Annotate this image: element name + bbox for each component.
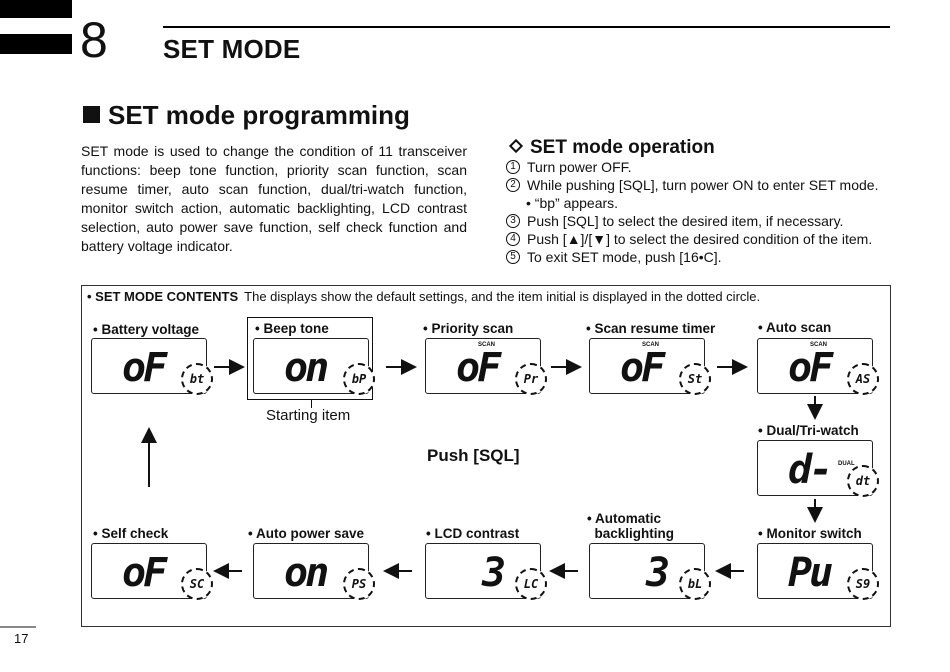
lcd-dual-tri-watch: DUAL d- dt: [757, 440, 879, 497]
lcd-value: on: [284, 550, 329, 596]
lcd-value: on: [284, 345, 329, 391]
lcd-battery-voltage: oF bt: [91, 338, 213, 395]
lcd-monitor-switch: Pu S9: [757, 543, 879, 600]
item-initial-circle: PS: [343, 568, 375, 600]
item-initial-circle: bP: [343, 363, 375, 395]
lcd-auto-scan: SCAN oF AS: [757, 338, 879, 395]
starting-item-pointer: [311, 400, 312, 408]
item-initial-circle: S9: [847, 568, 879, 600]
section-title: SET mode programming: [83, 100, 410, 131]
step-3: 3 Push [SQL] to select the desired item, …: [506, 212, 896, 230]
step-number: 5: [506, 250, 520, 264]
step-text: To exit SET mode, push [16•C].: [527, 249, 722, 265]
section-title-text: SET mode programming: [108, 100, 410, 130]
set-mode-contents-box: [81, 285, 891, 627]
step-2: 2 While pushing [SQL], turn power ON to e…: [506, 176, 896, 194]
header-bar-top: [0, 0, 72, 18]
step-text: • “bp” appears.: [526, 195, 619, 211]
lcd-auto-power-save: on PS: [253, 543, 375, 600]
item-label-auto-scan: • Auto scan: [758, 320, 832, 335]
item-label-priority-scan: • Priority scan: [423, 321, 514, 336]
step-number: 3: [506, 214, 520, 228]
lcd-value: d-: [788, 447, 833, 493]
lcd-priority-scan: SCAN oF Pr: [425, 338, 547, 395]
lcd-scan-resume-timer: SCAN oF St: [589, 338, 711, 395]
item-label-beep-tone: • Beep tone: [255, 321, 329, 336]
scan-indicator: SCAN: [478, 342, 496, 348]
item-initial-circle: LC: [515, 568, 547, 600]
contents-heading: • SET MODE CONTENTS: [87, 289, 239, 304]
lcd-automatic-backlighting: 3 bL: [589, 543, 711, 600]
item-label-battery-voltage: • Battery voltage: [93, 322, 200, 337]
header-rule: [163, 26, 890, 28]
header-bar-bottom: [0, 34, 72, 54]
push-sql-label: Push [SQL]: [427, 446, 520, 465]
item-label-automatic-backlighting: • Automatic backlighting: [587, 511, 675, 541]
item-initial-circle: Pr: [515, 363, 547, 395]
item-initial-circle: dt: [847, 465, 879, 497]
step-1: 1 Turn power OFF.: [506, 158, 896, 176]
item-initial-circle: St: [679, 363, 711, 395]
item-label-self-check: • Self check: [93, 526, 169, 541]
square-bullet-icon: [83, 106, 100, 123]
step-number: 1: [506, 160, 520, 174]
operation-title-text: SET mode operation: [530, 137, 715, 158]
step-number: 2: [506, 178, 520, 192]
item-initial-circle: bL: [679, 568, 711, 600]
operation-title: SET mode operation: [508, 137, 715, 159]
lcd-value: oF: [620, 345, 665, 391]
item-label-dual-tri-watch: • Dual/Tri-watch: [758, 423, 859, 438]
step-number: 4: [506, 232, 520, 246]
dual-indicator: DUAL: [838, 461, 855, 467]
item-label-lcd-contrast: • LCD contrast: [426, 526, 520, 541]
scan-indicator: SCAN: [810, 342, 828, 348]
lcd-self-check: oF SC: [91, 543, 213, 600]
contents-note: • SET MODE CONTENTS The displays show the…: [87, 289, 760, 304]
lcd-lcd-contrast: 3 LC: [425, 543, 547, 600]
step-text: Push [SQL] to select the desired item, i…: [527, 213, 844, 229]
lcd-value: oF: [122, 345, 167, 391]
step-5: 5 To exit SET mode, push [16•C].: [506, 248, 896, 266]
item-initial-circle: bt: [181, 363, 213, 395]
lcd-value: 3: [646, 550, 670, 596]
lcd-value: Pu: [788, 550, 833, 596]
lcd-value: oF: [122, 550, 167, 596]
starting-item-label: Starting item: [266, 407, 351, 424]
step-text: Push [▲]/[▼] to select the desired condi…: [527, 231, 873, 247]
intro-paragraph: SET mode is used to change the condition…: [81, 143, 467, 254]
starting-item-frame: [247, 317, 373, 400]
contents-description: The displays show the default settings, …: [244, 289, 761, 304]
item-initial-circle: SC: [181, 568, 213, 600]
operation-steps: 1 Turn power OFF. 2 While pushing [SQL], t…: [506, 158, 896, 266]
lcd-beep-tone: on bP: [253, 338, 375, 395]
scan-indicator: SCAN: [642, 342, 660, 348]
lcd-value: oF: [788, 345, 833, 391]
step-text: While pushing [SQL], turn power ON to en…: [527, 177, 879, 193]
lcd-value: 3: [482, 550, 506, 596]
chapter-title: SET MODE: [163, 34, 301, 64]
item-label-monitor-switch: • Monitor switch: [758, 526, 862, 541]
item-label-auto-power-save: • Auto power save: [248, 526, 365, 541]
page-number: 17: [14, 631, 28, 646]
item-label-scan-resume-timer: • Scan resume timer: [586, 321, 716, 336]
lcd-value: oF: [456, 345, 501, 391]
step-2-note: • “bp” appears.: [506, 194, 896, 212]
chapter-number: 8: [80, 12, 108, 68]
item-initial-circle: AS: [847, 363, 879, 395]
step-4: 4 Push [▲]/[▼] to select the desired cond…: [506, 230, 896, 248]
step-text: Turn power OFF.: [527, 159, 632, 175]
